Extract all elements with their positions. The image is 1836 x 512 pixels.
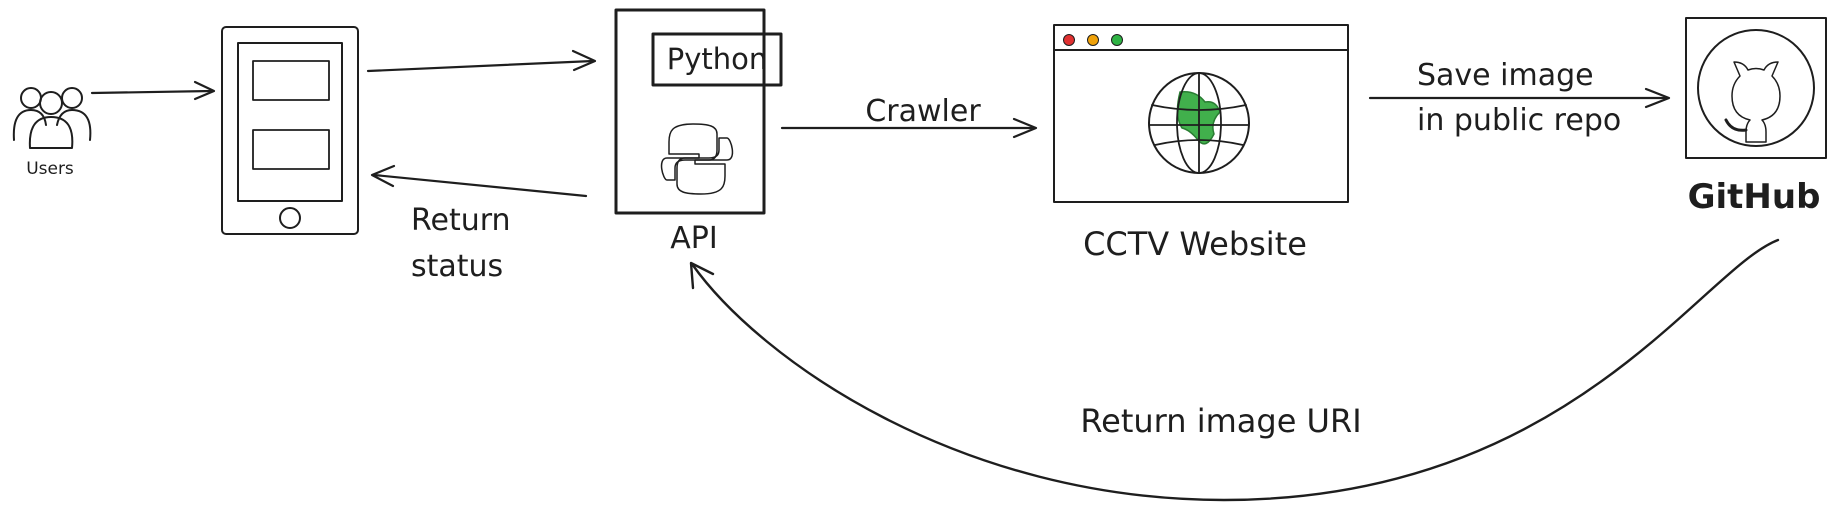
return-status-label-line2: status: [411, 249, 503, 284]
github-label: GitHub: [1688, 177, 1821, 217]
mobile-app-node: [221, 26, 359, 235]
globe-icon: [1148, 72, 1250, 174]
python-badge: Python: [651, 32, 783, 87]
arrow-github-to-api: [689, 238, 1780, 502]
arrow-api-to-cctv: [780, 117, 1038, 139]
save-image-label-line2: in public repo: [1417, 103, 1621, 138]
github-node: GitHub: [1685, 17, 1827, 217]
arrow-app-to-api: [366, 49, 597, 73]
cctv-website-node: CCTV Website: [1053, 24, 1349, 263]
return-image-uri-label: Return image URI: [1080, 402, 1361, 440]
save-image-label-line1: Save image: [1417, 58, 1594, 93]
browser-window: [1053, 24, 1349, 203]
window-maximize-dot: [1111, 34, 1123, 46]
api-node: Python API: [614, 8, 783, 256]
api-box: [614, 8, 766, 215]
users-node: Users: [12, 87, 92, 179]
smartphone-icon: [221, 26, 359, 235]
users-icon: [12, 87, 92, 149]
arrow-cctv-to-github: [1368, 87, 1671, 109]
users-label: Users: [26, 159, 74, 179]
arrow-api-to-app: [370, 164, 588, 198]
python-badge-label: Python: [667, 42, 768, 76]
return-status-label-line1: Return: [411, 203, 511, 238]
python-logo-icon: [660, 123, 734, 195]
github-octocat-icon: [1697, 29, 1815, 147]
window-minimize-dot: [1087, 34, 1099, 46]
cctv-website-label: CCTV Website: [1083, 225, 1307, 263]
api-label: API: [670, 221, 717, 256]
window-close-dot: [1063, 34, 1075, 46]
crawler-label: Crawler: [865, 94, 981, 129]
arrow-users-to-app: [90, 80, 216, 101]
